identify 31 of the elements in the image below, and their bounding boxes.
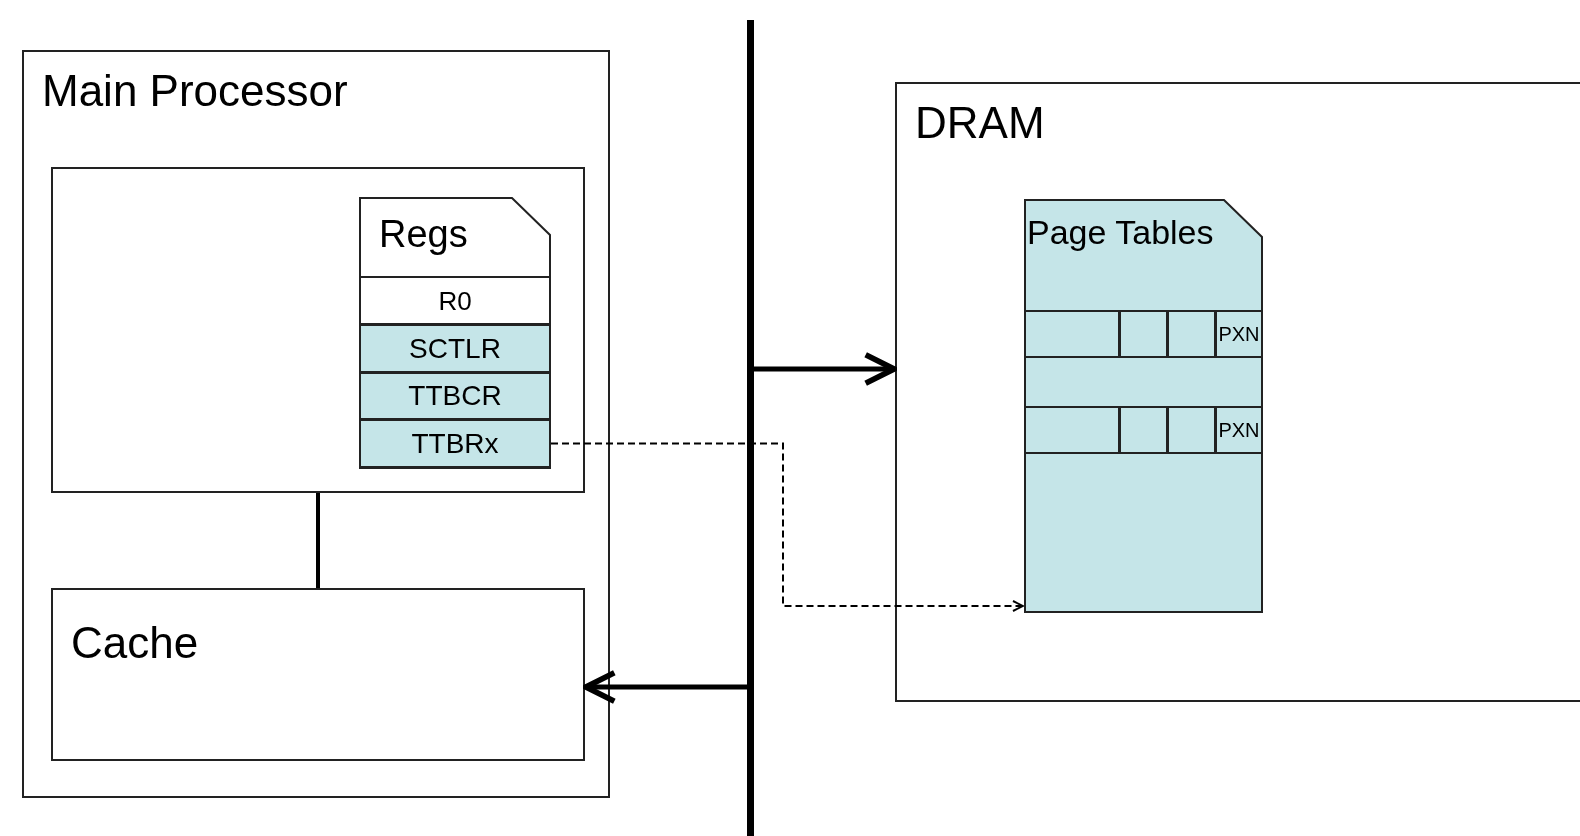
flag-label: PXN: [1217, 418, 1261, 442]
register-name: SCTLR: [408, 332, 502, 365]
box-title: Page Tables: [1027, 213, 1214, 252]
connector-line: [316, 493, 320, 588]
box-title: Main Processor: [42, 66, 348, 116]
arrow: [583, 670, 747, 704]
table-cell: [1119, 406, 1168, 454]
box-title: Regs: [379, 213, 468, 256]
table-cell: [1024, 406, 1120, 454]
flag-label: PXN: [1217, 322, 1261, 346]
table-cell: [1215, 406, 1263, 454]
box-title: Cache: [71, 618, 199, 668]
register-row: [359, 372, 551, 420]
memory-box: [895, 82, 1580, 702]
table-cell: [1024, 310, 1120, 358]
table-cell: [1167, 310, 1216, 358]
processor-box: [22, 50, 610, 798]
cache-box: [51, 588, 585, 761]
register-row: [359, 419, 551, 468]
table-cell: [1167, 406, 1216, 454]
table-cell: [1215, 310, 1263, 358]
register-row: [359, 276, 551, 325]
register-row: [359, 324, 551, 373]
register-name: TTBCR: [407, 380, 503, 412]
dashed-arrow: [550, 442, 1024, 612]
box-title: DRAM: [915, 98, 1045, 148]
register-name: R0: [437, 285, 473, 316]
table-cell: [1119, 310, 1168, 358]
arrow: [754, 352, 897, 386]
core-box: [51, 167, 585, 493]
register-name: TTBRx: [410, 427, 500, 460]
